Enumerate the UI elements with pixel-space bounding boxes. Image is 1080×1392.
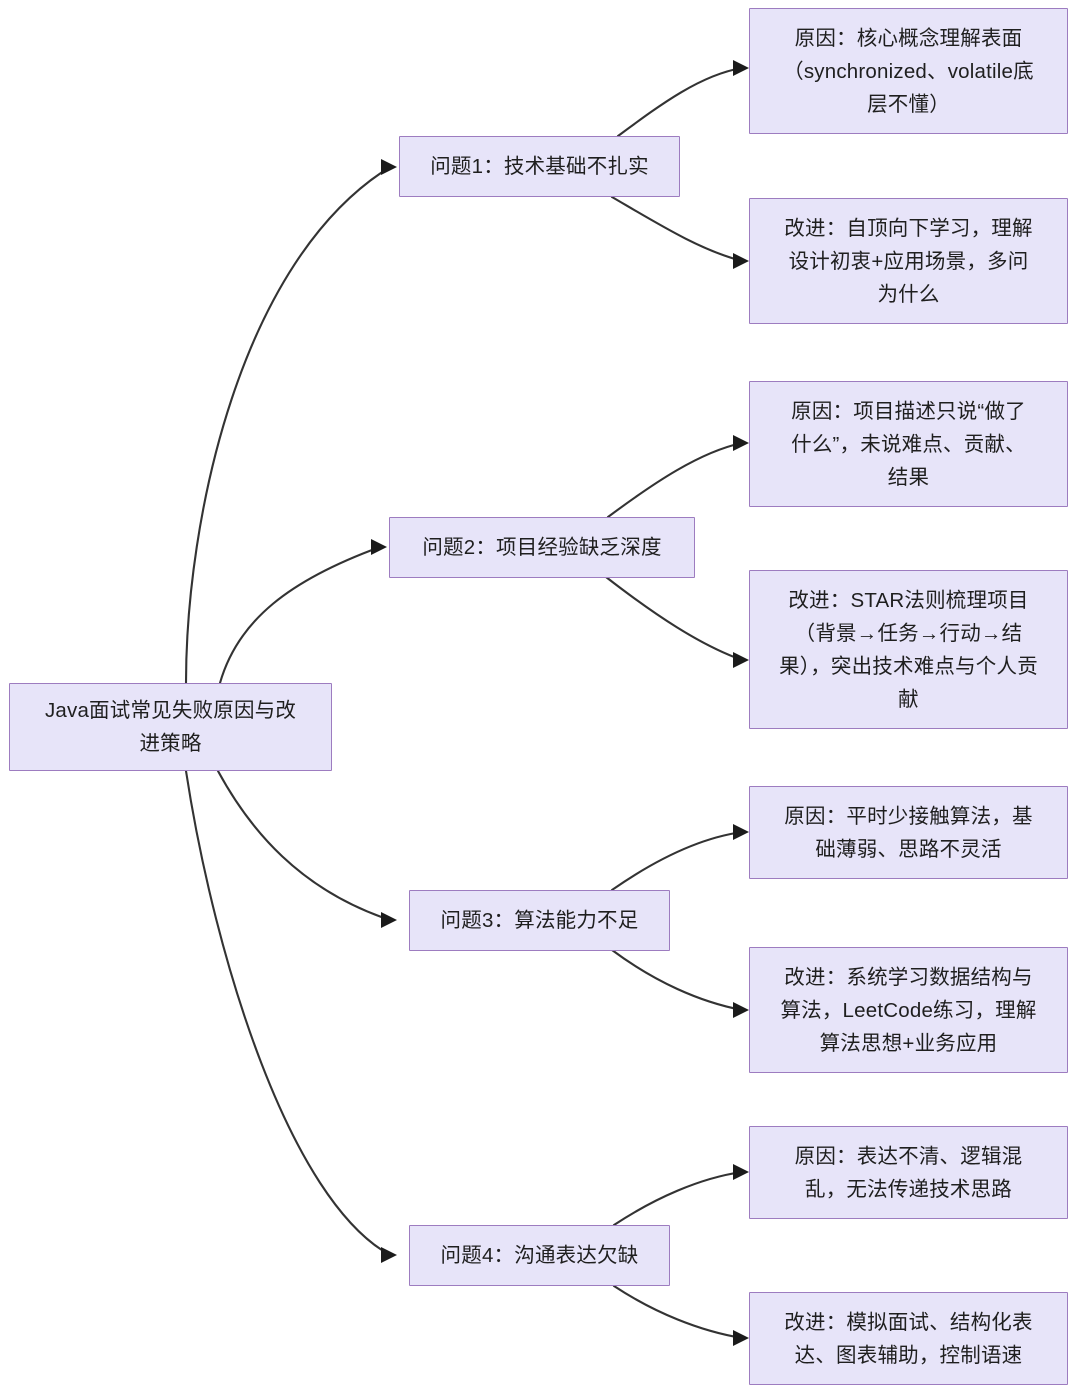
leaf-node-problem-2-improvement-label: 改进：STAR法则梳理项目 （背景→任务→行动→结 果），突出技术难点与个人贡 … (779, 588, 1038, 711)
edge-problem-3-to-improvement (610, 948, 749, 1018)
leaf-node-problem-1-improvement-label: 改进：自顶向下学习，理解 设计初衷+应用场景，多问 为什么 (784, 216, 1033, 306)
leaf-node-problem-3-improvement[interactable]: 改进：系统学习数据结构与 算法，LeetCode练习，理解 算法思想+业务应用 (749, 947, 1068, 1073)
leaf-node-problem-1-cause-label: 原因：核心概念理解表面 （synchronized、volatile底 层不懂） (783, 26, 1034, 116)
edge-root-to-problem-4 (184, 769, 397, 1263)
edge-root-to-problem-1 (184, 159, 397, 685)
edge-problem-2-to-cause (606, 435, 749, 519)
edge-problem-4-to-improvement (612, 1284, 749, 1346)
branch-node-problem-3-label: 问题3：算法能力不足 (440, 909, 639, 932)
branch-node-problem-4-label: 问题4：沟通表达欠缺 (440, 1244, 639, 1267)
branch-node-problem-2[interactable]: 问题2：项目经验缺乏深度 (389, 517, 695, 578)
edge-problem-2-to-improvement (604, 575, 749, 668)
branch-node-problem-1[interactable]: 问题1：技术基础不扎实 (399, 136, 680, 197)
leaf-node-problem-4-improvement[interactable]: 改进：模拟面试、结构化表 达、图表辅助，控制语速 (749, 1292, 1068, 1385)
root-node[interactable]: Java面试常见失败原因与改 进策略 (9, 683, 332, 771)
leaf-node-problem-3-cause[interactable]: 原因：平时少接触算法，基 础薄弱、思路不灵活 (749, 786, 1068, 879)
root-node-label: Java面试常见失败原因与改 进策略 (44, 699, 297, 755)
leaf-node-problem-1-cause[interactable]: 原因：核心概念理解表面 （synchronized、volatile底 层不懂） (749, 8, 1068, 134)
leaf-node-problem-4-cause[interactable]: 原因：表达不清、逻辑混 乱，无法传递技术思路 (749, 1126, 1068, 1219)
leaf-node-problem-4-improvement-label: 改进：模拟面试、结构化表 达、图表辅助，控制语速 (784, 1310, 1033, 1367)
branch-node-problem-4[interactable]: 问题4：沟通表达欠缺 (409, 1225, 670, 1286)
edge-problem-4-to-cause (612, 1164, 749, 1227)
edge-problem-1-to-cause (616, 60, 749, 138)
edge-root-to-problem-2 (218, 539, 387, 685)
leaf-node-problem-3-cause-label: 原因：平时少接触算法，基 础薄弱、思路不灵活 (784, 804, 1033, 861)
leaf-node-problem-2-improvement[interactable]: 改进：STAR法则梳理项目 （背景→任务→行动→结 果），突出技术难点与个人贡 … (749, 570, 1068, 729)
leaf-node-problem-1-improvement[interactable]: 改进：自顶向下学习，理解 设计初衷+应用场景，多问 为什么 (749, 198, 1068, 324)
branch-node-problem-2-label: 问题2：项目经验缺乏深度 (422, 536, 662, 559)
leaf-node-problem-2-cause[interactable]: 原因：项目描述只说“做了 什么”，未说难点、贡献、 结果 (749, 381, 1068, 507)
branch-node-problem-3[interactable]: 问题3：算法能力不足 (409, 890, 670, 951)
leaf-node-problem-3-improvement-label: 改进：系统学习数据结构与 算法，LeetCode练习，理解 算法思想+业务应用 (780, 965, 1037, 1055)
leaf-node-problem-2-cause-label: 原因：项目描述只说“做了 什么”，未说难点、贡献、 结果 (791, 399, 1026, 489)
branch-node-problem-1-label: 问题1：技术基础不扎实 (430, 155, 649, 178)
edge-root-to-problem-3 (216, 769, 397, 928)
edge-problem-1-to-improvement (610, 195, 749, 269)
edge-problem-3-to-cause (610, 824, 749, 892)
leaf-node-problem-4-cause-label: 原因：表达不清、逻辑混 乱，无法传递技术思路 (794, 1144, 1023, 1201)
